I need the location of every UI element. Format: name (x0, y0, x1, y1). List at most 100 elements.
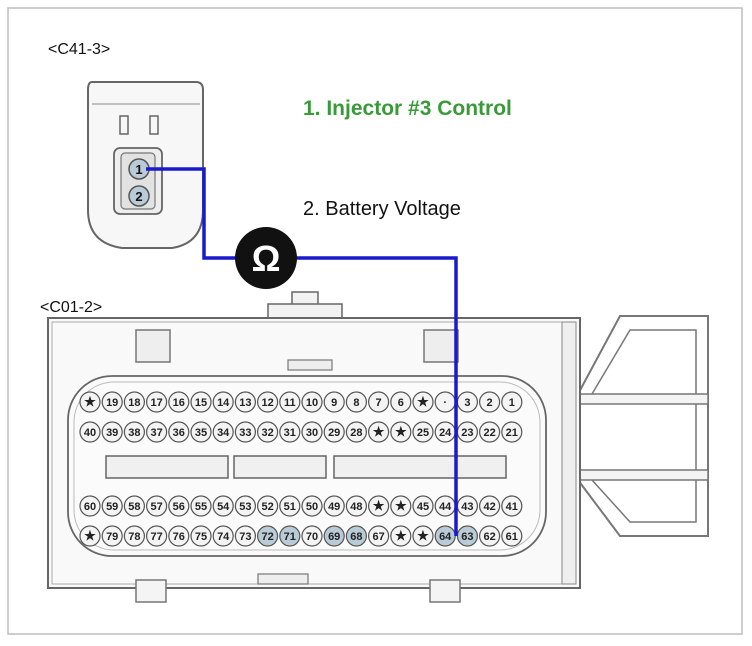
c01-pin (123, 495, 145, 517)
c01-pin (279, 391, 301, 413)
c01-pin-label: 42 (483, 501, 495, 513)
c01-pin-label: 41 (506, 501, 518, 513)
annotation-step-2: 2. Battery Voltage (303, 198, 461, 220)
c01-pin (146, 421, 168, 443)
c01-pin-label: 2 (487, 397, 493, 409)
c01-pin-label: 36 (173, 427, 185, 439)
c01-pin (479, 421, 501, 443)
c01-pin-label: 57 (150, 501, 162, 513)
c01-pin-label: 51 (284, 501, 296, 513)
c01-pin-label: 55 (195, 501, 207, 513)
c01-pin-label: 67 (372, 531, 384, 543)
c01-pin (345, 525, 367, 547)
c01-pin-label: 23 (461, 427, 473, 439)
c01-pin (390, 495, 412, 517)
c01-pin (79, 391, 101, 413)
c01-pin (257, 525, 279, 547)
wire-injector-control (146, 167, 236, 260)
c01-pin-label: 40 (84, 427, 96, 439)
c01-pin (345, 421, 367, 443)
c01-pin-label: 54 (217, 501, 230, 513)
c01-pin (479, 391, 501, 413)
c01-pin (79, 495, 101, 517)
connector-c41-3-label: <C41-3> (48, 41, 110, 58)
c01-pin (101, 525, 123, 547)
c01-pin-label: 78 (128, 531, 140, 543)
c01-pin (323, 525, 345, 547)
c01-pin (101, 391, 123, 413)
c01-pin-label: 8 (353, 397, 359, 409)
c01-pin (390, 421, 412, 443)
c01-pin (234, 391, 256, 413)
c01-pin-label: 21 (506, 427, 518, 439)
c01-pin-label: ★ (417, 394, 429, 409)
c01-pin-label: 68 (350, 531, 362, 543)
c01-pin (390, 525, 412, 547)
c01-pin-label: 11 (284, 397, 296, 409)
c01-pin-label: 75 (195, 531, 207, 543)
c01-pin (257, 391, 279, 413)
c01-pin-label: ★ (417, 528, 429, 543)
c01-pin-label: 37 (150, 427, 162, 439)
c01-pin-label: 61 (506, 531, 518, 543)
c01-pin-label: 28 (350, 427, 362, 439)
c01-pin (168, 525, 190, 547)
c01-pin (123, 421, 145, 443)
c01-pin (412, 421, 434, 443)
c01-pin (234, 525, 256, 547)
c01-pin-label: ★ (373, 424, 385, 439)
c01-pin-label: 49 (328, 501, 340, 513)
c01-pin (412, 391, 434, 413)
c01-pin-label: 73 (239, 531, 251, 543)
c01-pin (301, 421, 323, 443)
c01-pin-label: 59 (106, 501, 118, 513)
c01-pin-label: 29 (328, 427, 340, 439)
c01-pin (323, 495, 345, 517)
c01-pin-label: 43 (461, 501, 473, 513)
c01-pin-label: 9 (331, 397, 337, 409)
c01-pin-label: 1 (509, 397, 515, 409)
c01-pin (146, 525, 168, 547)
c01-pin-label: 72 (261, 531, 273, 543)
c01-pin (412, 495, 434, 517)
c01-pin (234, 421, 256, 443)
ohmmeter-icon: Ω (235, 227, 297, 289)
c01-pin-label: 3 (464, 397, 470, 409)
c01-pin-label: 38 (128, 427, 140, 439)
c01-pin (501, 421, 523, 443)
c01-pin (257, 495, 279, 517)
c01-pin-label: 62 (483, 531, 495, 543)
c01-pin-label: 35 (195, 427, 207, 439)
c01-pin (101, 421, 123, 443)
c01-pin-label: 52 (261, 501, 273, 513)
c01-pin (501, 525, 523, 547)
c01-pin-label: 22 (483, 427, 495, 439)
c01-pin-label: 30 (306, 427, 318, 439)
c01-pin-label: 18 (128, 397, 140, 409)
c01-pin (323, 421, 345, 443)
annotation-step-1: 1. Injector #3 Control (303, 97, 512, 120)
c01-pin (279, 495, 301, 517)
c01-pin (101, 495, 123, 517)
c01-pin-label: 48 (350, 501, 362, 513)
c01-pin-label: 7 (376, 397, 382, 409)
c01-pin (168, 421, 190, 443)
c01-pin-label: 63 (461, 531, 473, 543)
c01-pin-label: 12 (261, 397, 273, 409)
c01-pin (368, 495, 390, 517)
c01-pin (123, 525, 145, 547)
c01-pin (234, 495, 256, 517)
c01-pin-label: 50 (306, 501, 318, 513)
c01-pin-label: 77 (150, 531, 162, 543)
c01-pin-label: 24 (439, 427, 452, 439)
c01-pin-label: ★ (373, 498, 385, 513)
c01-pin-label: 74 (217, 531, 230, 543)
c01-pin-label: 15 (195, 397, 207, 409)
c41-pin-2 (128, 185, 150, 207)
c01-pin-label: 13 (239, 397, 251, 409)
c01-pin-label: · (443, 397, 447, 409)
c01-pin-label: 14 (217, 397, 230, 409)
c01-pin (479, 525, 501, 547)
